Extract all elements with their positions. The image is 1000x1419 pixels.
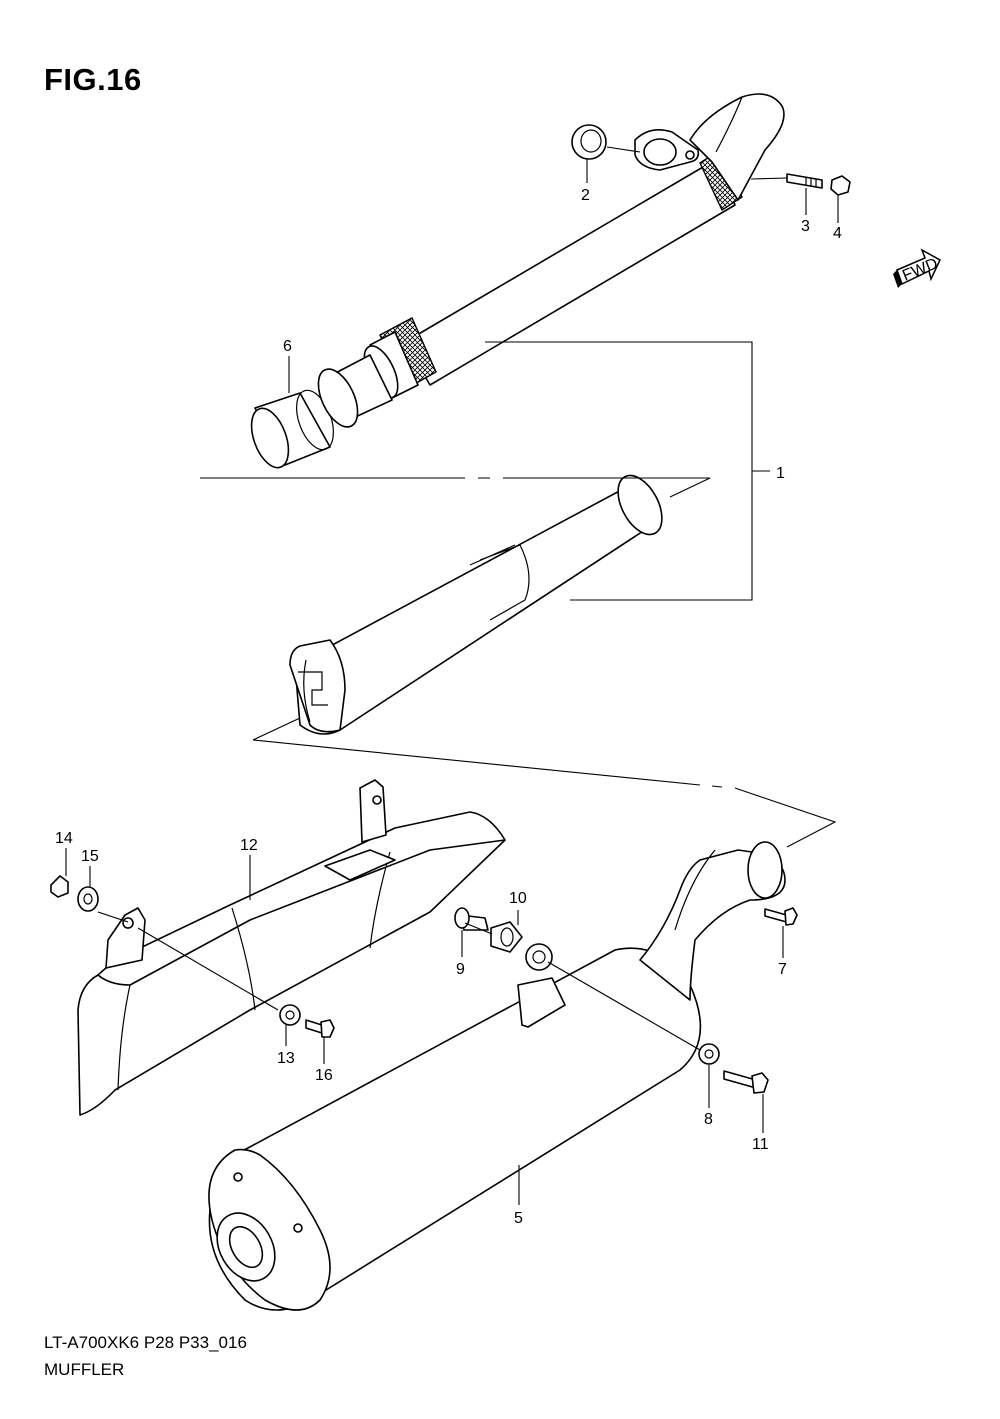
figure-code: LT-A700XK6 P28 P33_016 — [44, 1333, 247, 1352]
figure-name: MUFFLER — [44, 1360, 125, 1379]
callout-3: 3 — [801, 218, 810, 235]
callout-16: 16 — [315, 1067, 333, 1084]
grommet-10 — [490, 921, 523, 953]
pipe-coupler — [317, 354, 393, 428]
bolt-11 — [723, 1070, 769, 1094]
nut-14 — [50, 875, 69, 898]
exhaust-pipe — [363, 93, 785, 399]
collar-15 — [77, 886, 99, 912]
stud-bolt — [786, 173, 823, 189]
washer-8 — [698, 1043, 720, 1065]
callout-7: 7 — [778, 961, 787, 978]
nut — [830, 175, 851, 196]
bushing-9 — [454, 907, 489, 931]
forward-direction-arrow: FWD — [893, 248, 941, 288]
callout-15: 15 — [81, 848, 99, 865]
callout-14: 14 — [55, 830, 73, 847]
callout-2: 2 — [581, 187, 590, 204]
callout-13: 13 — [277, 1050, 295, 1067]
callout-11: 11 — [752, 1136, 769, 1153]
washer-13 — [279, 1004, 301, 1026]
callout-10: 10 — [509, 890, 527, 907]
bolt-7 — [764, 907, 798, 926]
callout-6: 6 — [283, 338, 292, 355]
callout-5: 5 — [514, 1210, 523, 1227]
connector-sleeve — [250, 389, 334, 469]
exhaust-pipe-lower — [289, 474, 663, 735]
gasket — [571, 124, 607, 160]
callout-8: 8 — [704, 1111, 713, 1128]
leader-lines — [65, 146, 839, 1205]
callout-12: 12 — [240, 837, 258, 854]
heat-shield — [77, 779, 506, 1116]
callout-1: 1 — [776, 465, 785, 482]
bolt-16 — [305, 1019, 335, 1038]
callout-4: 4 — [833, 225, 842, 242]
figure-title: FIG.16 — [44, 62, 142, 97]
callout-labels: 1 2 3 4 5 6 7 8 9 10 11 12 13 14 15 16 — [55, 187, 842, 1227]
callout-9: 9 — [456, 961, 465, 978]
muffler — [208, 841, 786, 1311]
